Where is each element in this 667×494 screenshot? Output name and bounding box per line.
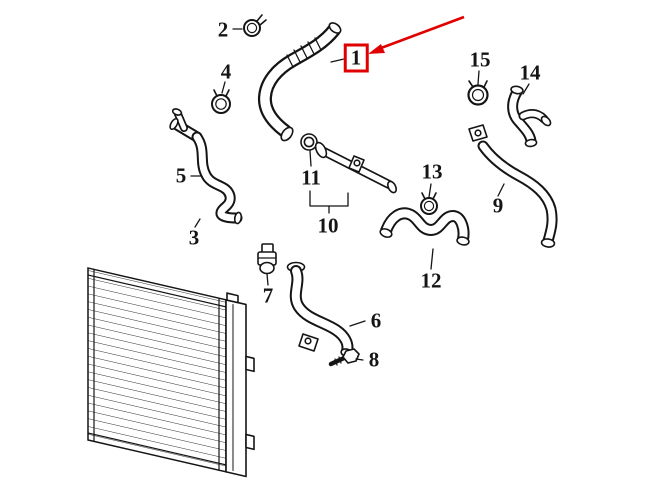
arrowhead-icon — [368, 44, 385, 54]
callout-14[interactable]: 14 — [519, 60, 541, 85]
group-bracket-10 — [309, 190, 349, 214]
highlight-arrow — [368, 15, 465, 54]
radiator-side-tank — [225, 299, 247, 478]
part-1-corrugated-hose — [257, 22, 342, 142]
callout-1[interactable]: 1 — [343, 43, 369, 73]
part-14-hose — [507, 85, 552, 148]
callout-15[interactable]: 15 — [469, 47, 491, 72]
part-7-sensor — [257, 243, 277, 275]
callout-8[interactable]: 8 — [368, 347, 380, 372]
part-10-pipe — [314, 141, 398, 194]
callout-12[interactable]: 12 — [420, 268, 442, 293]
radiator — [87, 267, 255, 478]
part-8-bolt — [328, 348, 360, 367]
part-2-clamp — [243, 14, 267, 37]
callout-9[interactable]: 9 — [492, 193, 504, 218]
callout-7[interactable]: 7 — [262, 283, 274, 308]
callout-3[interactable]: 3 — [188, 225, 200, 250]
callout-11[interactable]: 11 — [301, 165, 321, 190]
callout-5[interactable]: 5 — [175, 163, 187, 188]
part-15-clamp — [467, 80, 489, 106]
part-13-clamp — [420, 192, 438, 215]
callout-4[interactable]: 4 — [220, 59, 232, 84]
radiator-mount-tab — [245, 355, 255, 373]
part-6-hose — [286, 261, 354, 358]
callout-6[interactable]: 6 — [370, 308, 382, 333]
part-4-clamp — [211, 89, 231, 114]
radiator-filler-neck — [226, 292, 239, 304]
part-11-oring — [300, 133, 318, 151]
callout-10[interactable]: 10 — [317, 213, 339, 238]
leader-lines — [190, 28, 530, 361]
callout-13[interactable]: 13 — [421, 159, 443, 184]
part-3-5-hose-assembly — [169, 108, 243, 225]
part-12-hose — [379, 207, 470, 246]
radiator-mount-tab — [245, 433, 255, 451]
part-9-hose — [468, 124, 558, 248]
corrugation-ribs — [286, 37, 322, 68]
callout-2[interactable]: 2 — [217, 17, 229, 42]
